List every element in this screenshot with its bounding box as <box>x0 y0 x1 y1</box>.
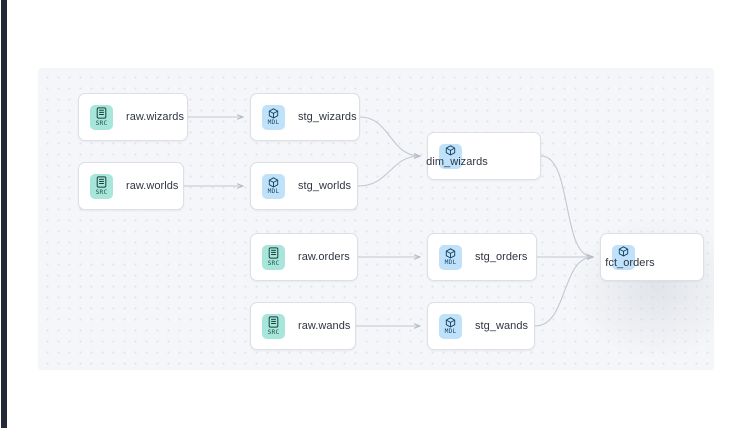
model-badge: MDL <box>262 173 285 199</box>
node-stg-wizards[interactable]: MDL stg_wizards <box>250 93 360 141</box>
model-badge-label: MDL <box>267 119 280 127</box>
node-label: stg_wands <box>475 320 529 332</box>
node-raw-orders[interactable]: SRC raw.orders <box>250 233 358 281</box>
node-raw-wizards[interactable]: SRC raw.wizards <box>78 93 188 141</box>
edge-stg-worlds-dim-wizards <box>357 156 420 187</box>
database-icon <box>268 247 279 259</box>
node-label: stg_wizards <box>298 111 357 123</box>
source-badge: SRC <box>262 313 285 339</box>
model-badge: MDL <box>439 244 462 270</box>
node-label: raw.wizards <box>126 111 185 123</box>
cube-icon <box>268 177 279 188</box>
model-badge-label: MDL <box>444 328 457 336</box>
source-badge-label: SRC <box>267 328 280 336</box>
node-label: stg_orders <box>475 251 528 263</box>
database-icon <box>96 176 107 188</box>
edge-dim-wizards-fct-orders <box>540 155 593 257</box>
node-label: fct_orders <box>605 256 655 269</box>
node-dim-wizards[interactable]: dim_wizards <box>426 132 541 180</box>
model-badge-label: MDL <box>267 188 280 196</box>
source-badge-label: SRC <box>95 188 108 196</box>
node-fct-orders[interactable]: fct_orders <box>600 233 704 281</box>
source-badge: SRC <box>262 244 285 270</box>
source-badge: SRC <box>90 104 113 130</box>
edge-stg-wizards-dim-wizards <box>359 116 420 156</box>
source-badge: SRC <box>90 173 113 199</box>
node-stg-wands[interactable]: MDL stg_wands <box>427 302 535 350</box>
node-label: dim_wizards <box>426 155 488 168</box>
cube-icon <box>618 245 629 257</box>
cube-icon <box>445 248 456 259</box>
source-badge-label: SRC <box>267 259 280 267</box>
cube-icon <box>445 317 456 328</box>
source-badge-label: SRC <box>95 119 108 127</box>
node-label: stg_worlds <box>298 180 352 192</box>
lineage-canvas[interactable]: SRC raw.wizards SRC raw.worlds <box>38 68 714 370</box>
database-icon <box>96 107 107 119</box>
database-icon <box>268 316 279 328</box>
node-label: raw.worlds <box>126 180 179 192</box>
node-raw-worlds[interactable]: SRC raw.worlds <box>78 162 184 210</box>
node-stg-worlds[interactable]: MDL stg_worlds <box>250 162 358 210</box>
model-badge: MDL <box>262 104 285 130</box>
model-badge: fct_orders <box>605 244 655 270</box>
left-rail <box>1 0 7 428</box>
model-badge-label: MDL <box>444 259 457 267</box>
edge-stg-wands-fct-orders <box>534 257 593 327</box>
model-badge: dim_wizards <box>426 143 488 169</box>
node-raw-wands[interactable]: SRC raw.wands <box>250 302 356 350</box>
node-label: raw.wands <box>298 320 351 332</box>
cube-icon <box>445 144 456 156</box>
node-label: raw.orders <box>298 251 350 263</box>
node-stg-orders[interactable]: MDL stg_orders <box>427 233 537 281</box>
model-badge: MDL <box>439 313 462 339</box>
cube-icon <box>268 108 279 119</box>
